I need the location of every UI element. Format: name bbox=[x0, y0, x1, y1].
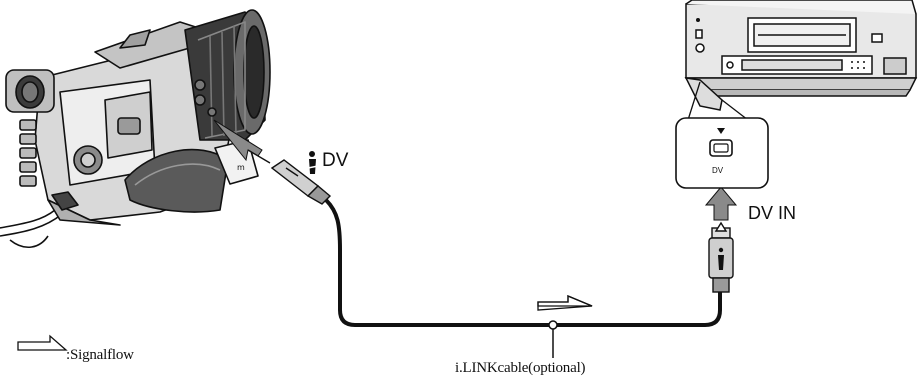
vcr-dv-plug bbox=[708, 221, 734, 293]
cable-label-leader bbox=[548, 320, 558, 358]
signal-flow-arrow bbox=[537, 295, 593, 307]
svg-text:m: m bbox=[237, 163, 245, 172]
zoom-callout-lines bbox=[687, 81, 749, 121]
vcr-illustration bbox=[684, 0, 918, 111]
legend-arrow-icon bbox=[17, 334, 68, 351]
vcr-port-dv-label: DV bbox=[712, 166, 724, 175]
cable-label: i.LINKcable(optional) bbox=[455, 360, 586, 376]
i-link-logo bbox=[307, 151, 319, 174]
camera-dv-plug bbox=[270, 159, 332, 205]
camcorder-illustration: m bbox=[0, 9, 271, 248]
camera-dv-label: DV bbox=[322, 150, 349, 171]
dv-in-label: DV IN bbox=[748, 203, 797, 223]
dv-in-up-arrow bbox=[704, 186, 738, 221]
legend-label: :Signalflow bbox=[66, 347, 134, 363]
i-link-cable bbox=[324, 198, 722, 327]
plug-insert-arrow bbox=[213, 119, 271, 164]
dv-in-port-callout bbox=[675, 117, 769, 189]
